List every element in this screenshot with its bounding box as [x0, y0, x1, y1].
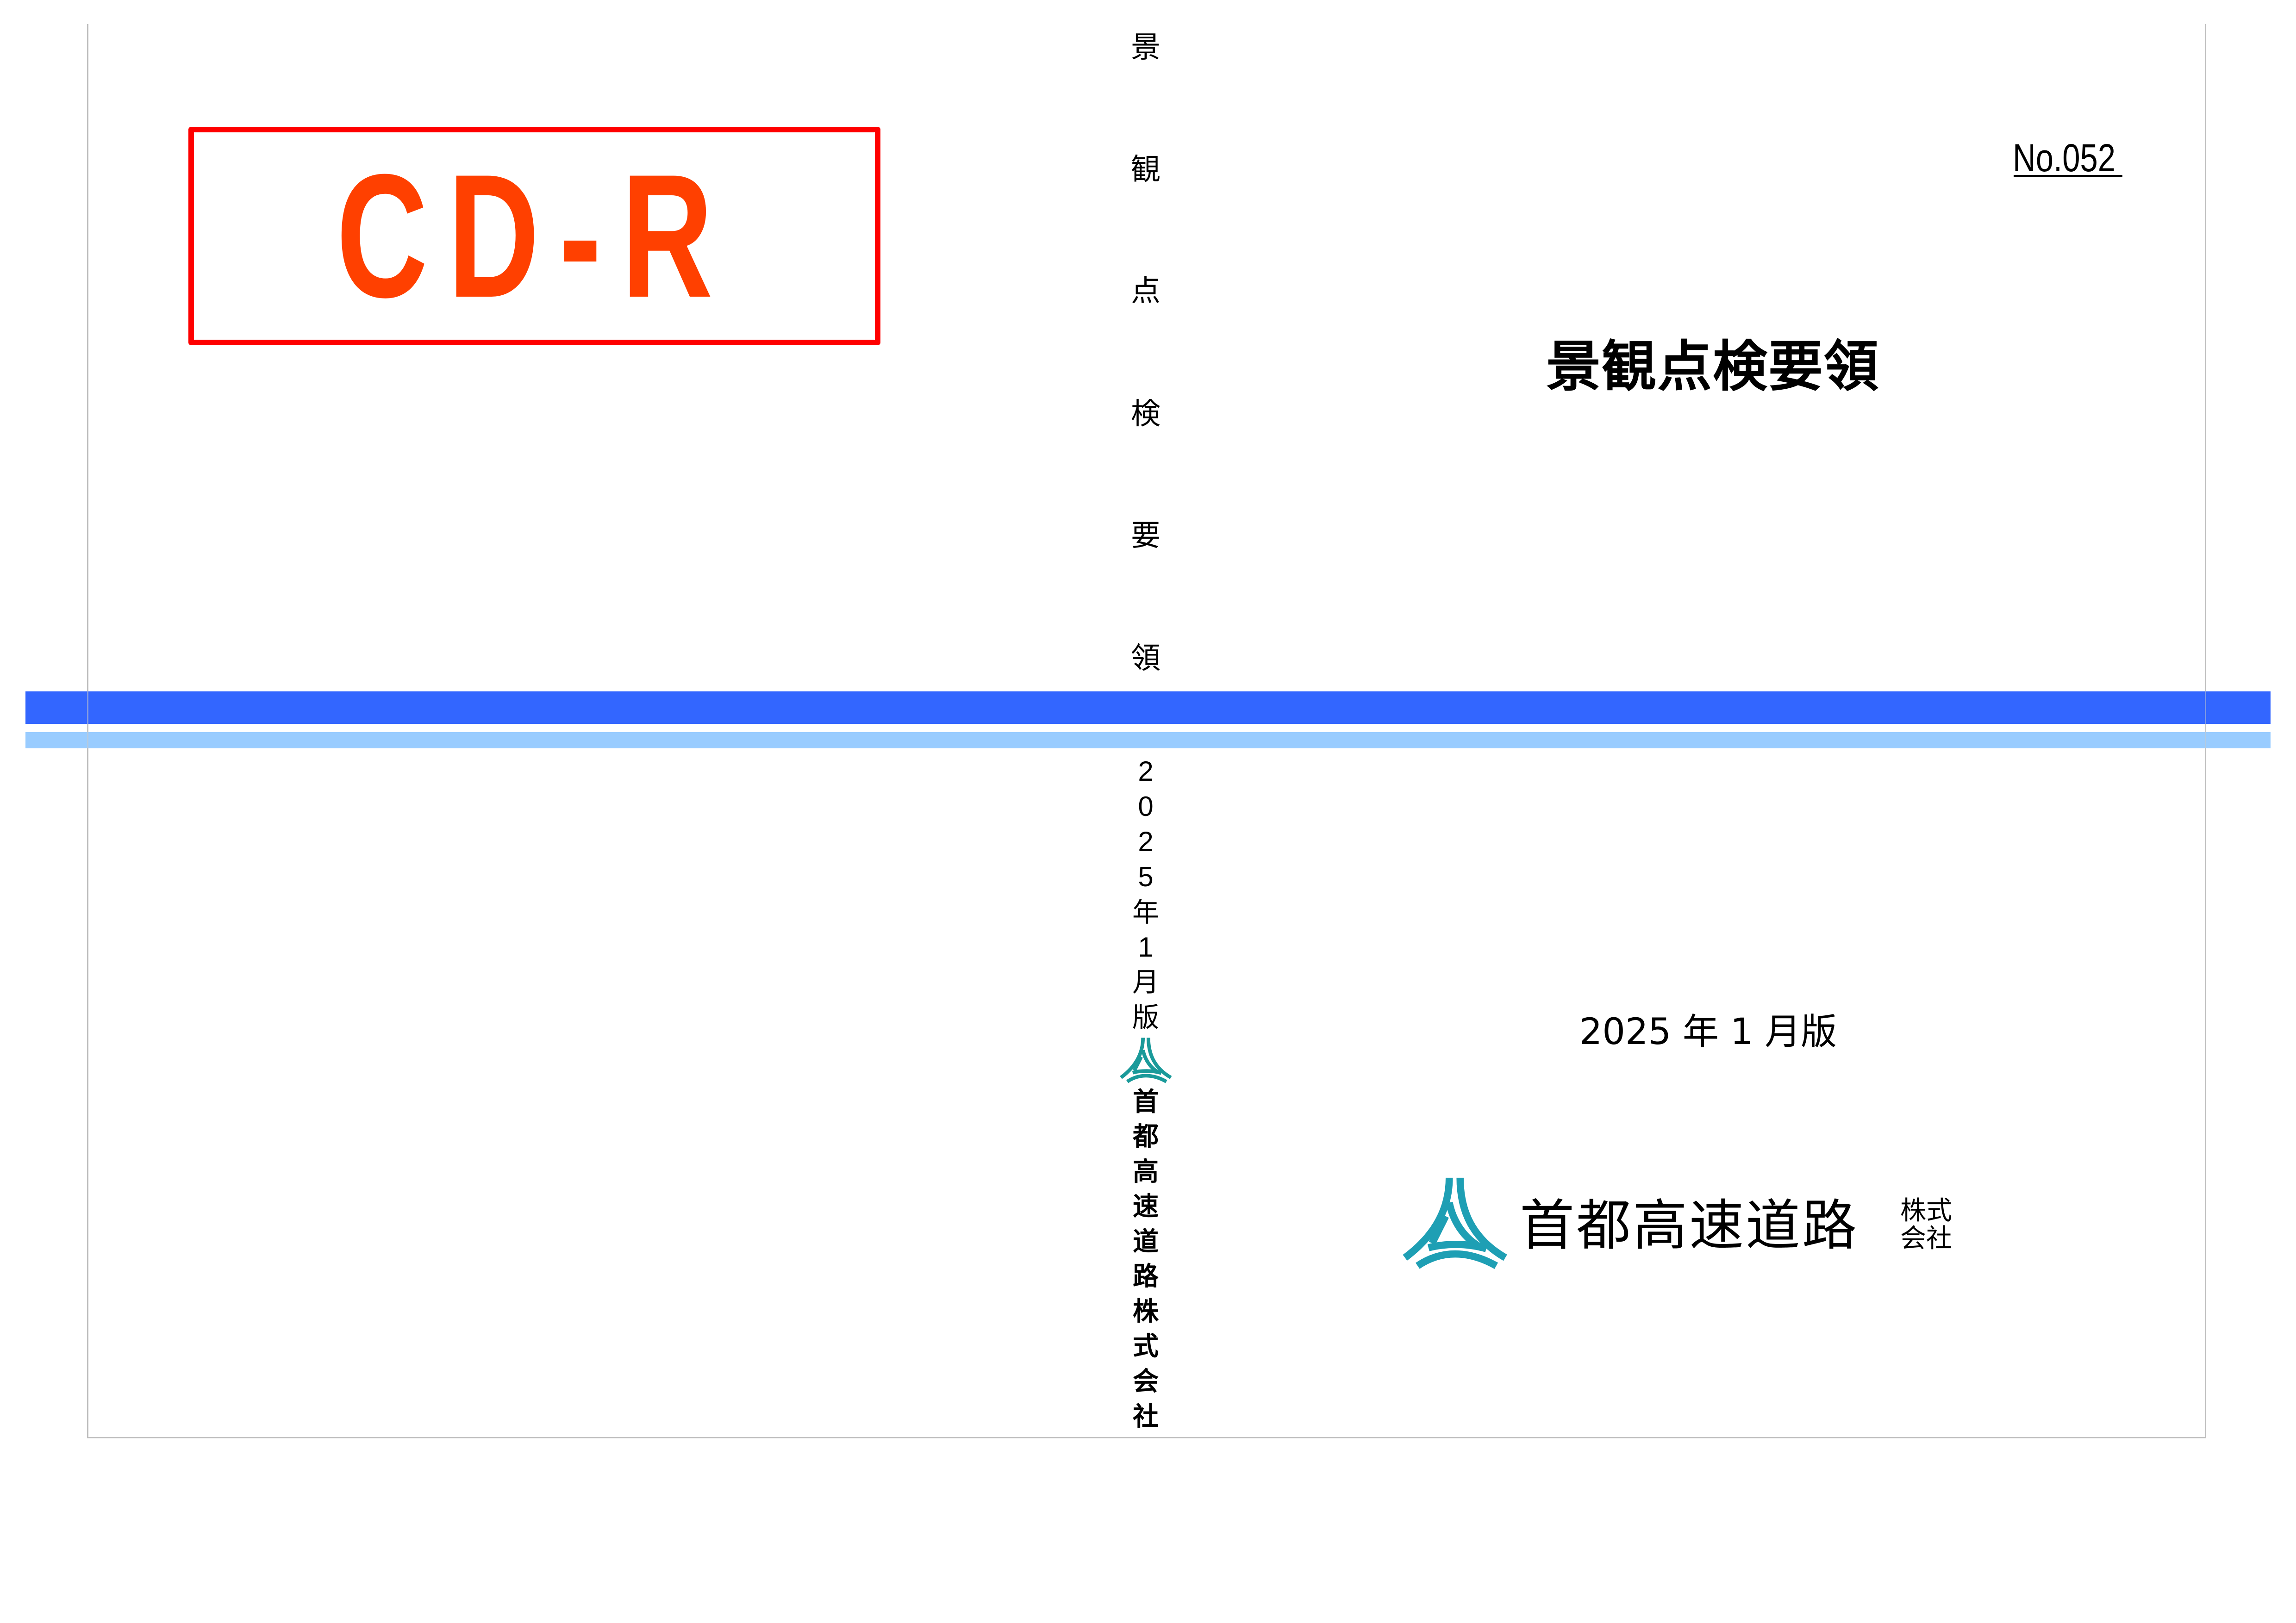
spine-title-char: 点: [1131, 274, 1160, 308]
spine-edition-char: 5: [1138, 861, 1154, 892]
spine-company-char: 首: [1133, 1087, 1159, 1117]
spine-edition-char: 2: [1138, 756, 1154, 787]
document-number-underline: [2014, 175, 2122, 177]
spine-company-char: 速: [1133, 1192, 1159, 1222]
spine-edition-char: 版: [1132, 1001, 1159, 1033]
spine-edition-char: 0: [1138, 791, 1154, 822]
spine-company-char: 高: [1133, 1157, 1159, 1187]
spine-company-char: 株: [1133, 1297, 1159, 1327]
spine-title-char: 領: [1131, 641, 1160, 676]
document-number: No.052: [2013, 136, 2116, 180]
spine-company-char: 社: [1133, 1402, 1159, 1432]
spine-edition-char: 2: [1138, 826, 1154, 857]
spine-title-char: 景: [1131, 31, 1160, 65]
frame-line-left-overlay: [87, 691, 88, 748]
spine-company-char: 式: [1133, 1331, 1159, 1362]
cdr-stamp-label: CD-R: [336, 137, 733, 334]
spine-company-char: 路: [1133, 1262, 1159, 1292]
stripe-dark-blue: [25, 691, 2271, 724]
spine-company-char: 道: [1133, 1227, 1159, 1257]
company-suffix: 株式 会社: [1900, 1197, 1960, 1253]
shutoko-logo-icon: [1400, 1175, 1509, 1270]
shutoko-logo-icon: [1118, 1037, 1173, 1084]
cover-edition: 2025 年 1 月版: [1579, 1011, 1837, 1053]
cdr-stamp: CD-R: [188, 127, 880, 345]
stripe-light-blue: [25, 732, 2271, 748]
spine-edition-char: 1: [1138, 932, 1154, 963]
spine-title-char: 観: [1131, 153, 1160, 187]
spine-edition-char: 月: [1132, 966, 1159, 998]
spine-edition-char: 年: [1132, 896, 1159, 928]
company-suffix-line1: 株式: [1900, 1196, 1952, 1226]
spine-title-char: 検: [1131, 397, 1160, 431]
cover-title: 景観点検要領: [1546, 335, 1879, 398]
company-name: 首都高速道路: [1520, 1194, 1859, 1257]
spine-title-char: 要: [1131, 519, 1160, 553]
company-suffix-line2: 会社: [1900, 1224, 1952, 1254]
spine-company-char: 会: [1133, 1367, 1159, 1397]
frame-line-right-overlay: [2205, 691, 2206, 748]
spine-company-char: 都: [1133, 1122, 1159, 1152]
